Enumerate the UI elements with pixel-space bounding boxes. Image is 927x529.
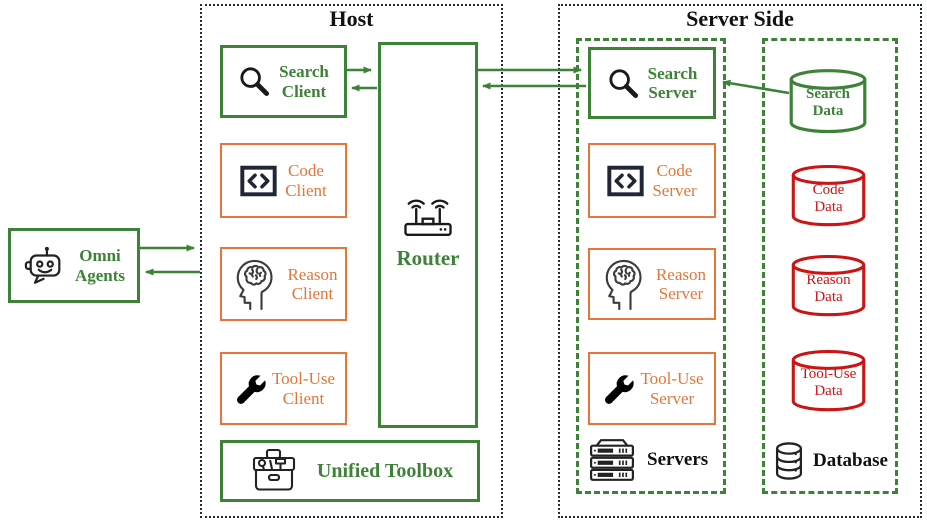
search-client-line2: Client xyxy=(281,81,327,101)
tooluse-data-label: Tool-Use Data xyxy=(790,366,867,401)
tooluse-server-box: Tool-Use Server xyxy=(588,352,716,425)
servers-label: Servers xyxy=(647,449,709,470)
search-server-label: Search Server xyxy=(648,64,698,102)
host-section-title: Host xyxy=(329,6,374,31)
code-data-line2: Data xyxy=(814,199,843,216)
server-side-section-frame xyxy=(558,4,922,518)
database-label: Database xyxy=(813,450,888,471)
reason-server-box: Reason Server xyxy=(588,248,716,320)
reason-data-cylinder: Reason Data xyxy=(790,255,867,317)
code-client-line1: Code xyxy=(288,161,324,181)
database-row: Database xyxy=(772,440,888,482)
code-data-label: Code Data xyxy=(790,182,867,217)
omni-agents-label-line2: Agents xyxy=(74,265,126,285)
reason-server-label: Reason Server xyxy=(656,265,706,303)
search-server-line2: Server xyxy=(648,83,697,102)
reason-data-line2: Data xyxy=(814,289,843,306)
reason-data-line1: Reason xyxy=(806,272,851,288)
code-data-cylinder: Code Data xyxy=(790,165,867,227)
brain-icon xyxy=(229,256,279,312)
reason-server-line1: Reason xyxy=(655,264,707,284)
reason-client-line1: Reason xyxy=(287,264,338,284)
tooluse-server-label: Tool-Use Server xyxy=(640,369,703,407)
omni-agents-label-line1: Omni xyxy=(79,246,121,266)
wrench-icon xyxy=(600,370,637,407)
database-icon xyxy=(772,440,806,482)
tooluse-server-line1: Tool-Use xyxy=(640,369,704,389)
omni-agents-box: Omni Agents xyxy=(8,228,140,303)
host-section-frame xyxy=(200,4,503,518)
search-data-label: Search Data xyxy=(788,86,868,121)
omni-agents-label: Omni Agents xyxy=(75,246,125,284)
servers-row: Servers xyxy=(586,438,708,482)
robot-icon xyxy=(23,245,67,287)
search-data-line1: Search xyxy=(806,86,850,102)
search-server-box: Search Server xyxy=(588,47,716,119)
tooluse-client-label: Tool-Use Client xyxy=(272,369,335,407)
code-server-line2: Server xyxy=(652,180,697,200)
magnifier-icon xyxy=(238,65,271,98)
tooluse-data-line2: Data xyxy=(814,383,843,400)
search-data-line2: Data xyxy=(812,103,844,120)
search-client-box: Search Client xyxy=(220,45,347,118)
server-side-section-title: Server Side xyxy=(686,6,794,31)
code-client-line2: Client xyxy=(285,180,327,200)
brain-icon xyxy=(598,256,648,312)
tooluse-client-line2: Client xyxy=(282,388,325,408)
reason-client-line2: Client xyxy=(291,284,334,303)
tooluse-client-box: Tool-Use Client xyxy=(220,352,347,425)
tooluse-data-line1: Tool-Use xyxy=(800,366,857,382)
reason-server-line2: Server xyxy=(658,284,704,303)
code-icon xyxy=(607,165,644,197)
code-client-box: Code Client xyxy=(220,143,347,218)
tooluse-server-line2: Server xyxy=(649,388,695,408)
code-icon xyxy=(240,165,277,197)
code-server-label: Code Server xyxy=(652,161,696,199)
tooluse-data-cylinder: Tool-Use Data xyxy=(790,350,867,412)
tooluse-client-line1: Tool-Use xyxy=(271,369,336,389)
search-data-cylinder: Search Data xyxy=(788,69,868,134)
code-data-line1: Code xyxy=(812,182,845,198)
unified-toolbox-box: Unified Toolbox xyxy=(220,440,480,502)
code-server-line1: Code xyxy=(656,161,693,181)
unified-toolbox-label: Unified Toolbox xyxy=(316,459,454,482)
code-server-box: Code Server xyxy=(588,143,716,218)
router-box: Router xyxy=(378,42,478,428)
search-client-label: Search Client xyxy=(279,62,329,100)
servers-group-frame xyxy=(576,38,726,494)
toolbox-icon xyxy=(247,447,301,495)
data-group-frame xyxy=(762,38,898,494)
wifi-router-icon xyxy=(400,193,456,238)
reason-client-box: Reason Client xyxy=(220,247,347,321)
code-client-label: Code Client xyxy=(285,161,327,199)
server-rack-icon xyxy=(586,438,638,482)
reason-client-label: Reason Client xyxy=(287,265,337,303)
router-label: Router xyxy=(396,246,460,270)
search-client-line1: Search xyxy=(279,62,329,82)
wrench-icon xyxy=(232,370,269,407)
search-server-line1: Search xyxy=(647,63,698,83)
reason-data-label: Reason Data xyxy=(790,272,867,307)
magnifier-icon xyxy=(607,67,640,100)
